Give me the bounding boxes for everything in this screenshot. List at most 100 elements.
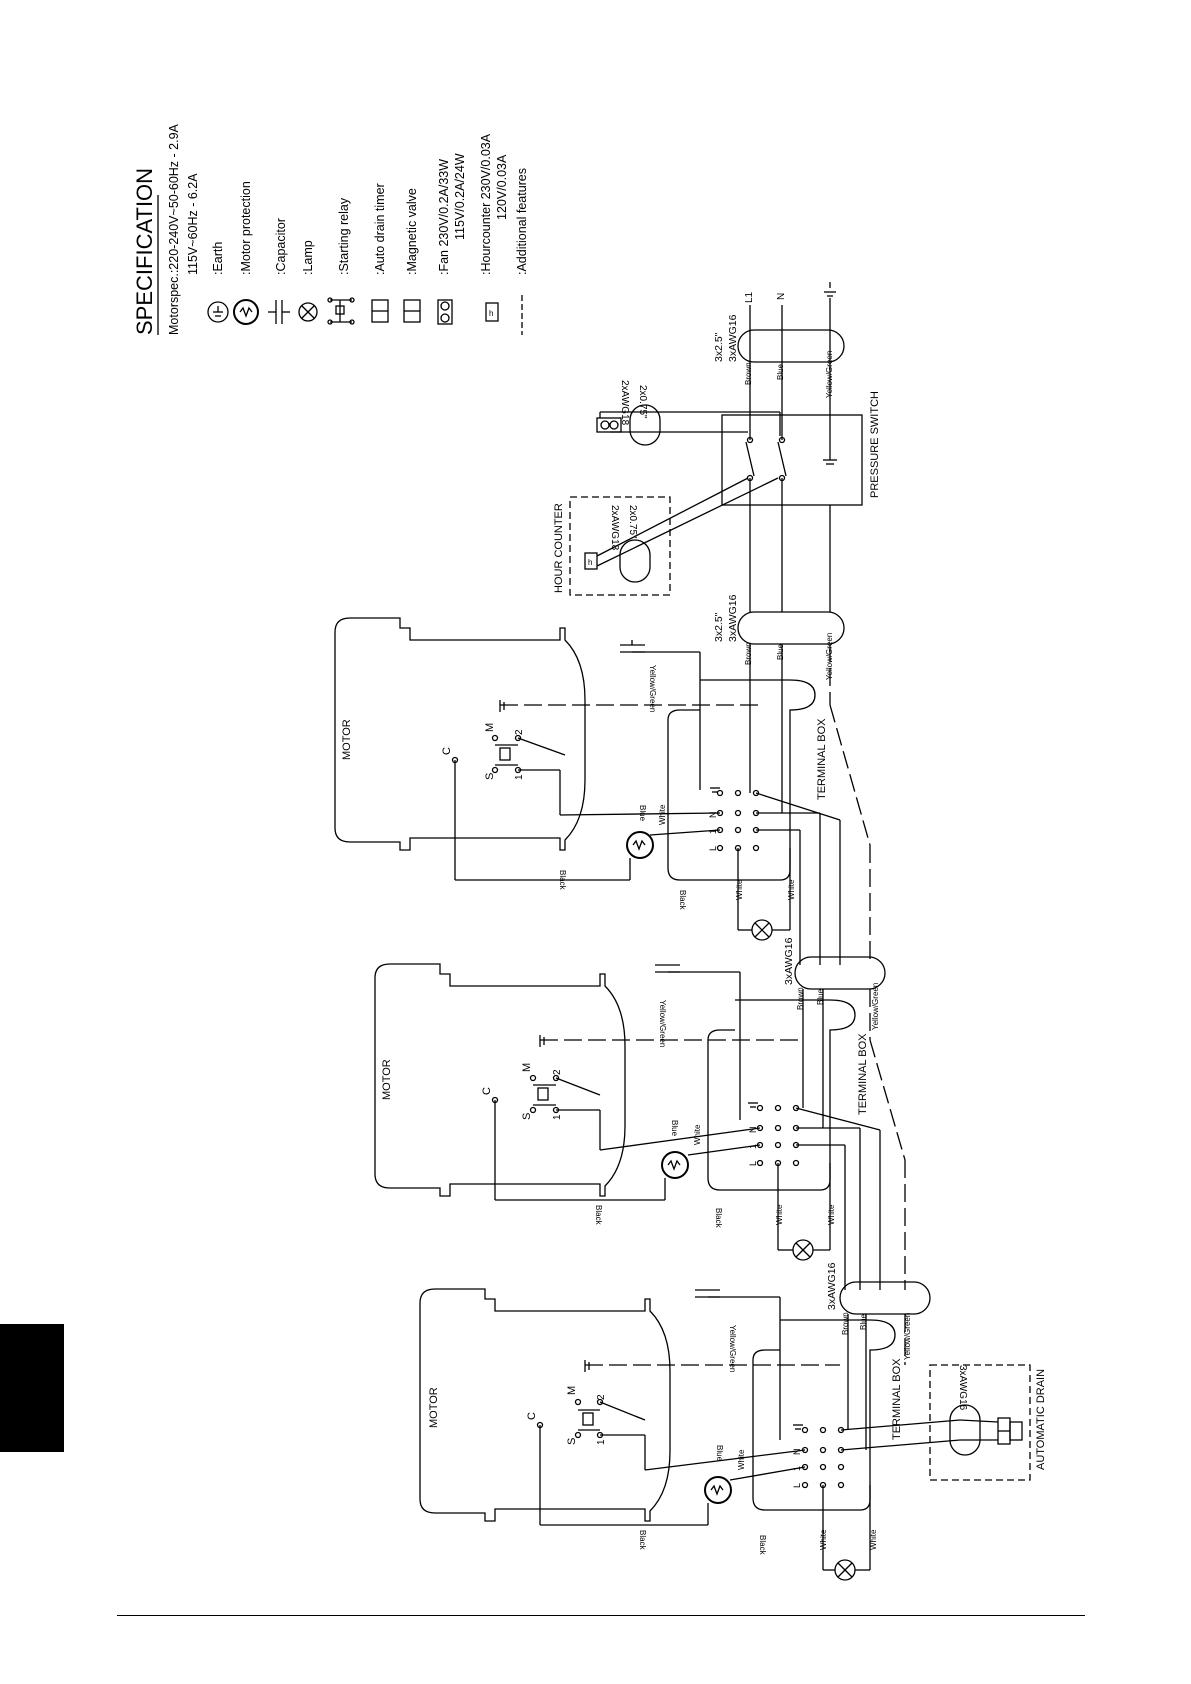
- motor-3-c-label: C: [526, 1412, 538, 1420]
- tb2-n-label: N: [748, 1127, 758, 1134]
- unit1-blue-label: Blue: [638, 805, 647, 822]
- legend-motor-protection-label: :Motor protection: [239, 181, 253, 275]
- link1-cable-awg: 3xAWG16: [783, 937, 795, 985]
- link2-cable-awg: 3xAWG16: [826, 1262, 838, 1310]
- feed1-cable-size: 3x2.5": [713, 612, 725, 642]
- link1-brown-label: Brown: [796, 987, 805, 1010]
- feed1-blue-label: Blue: [776, 643, 785, 660]
- unit3-black-label: Black: [638, 1530, 647, 1551]
- link-cable-gland-1: [794, 956, 886, 990]
- hourcounter-icon: h: [485, 302, 499, 322]
- legend-capacitor-label: :Capacitor: [274, 218, 288, 275]
- motor-1-c-label: C: [441, 747, 453, 755]
- unit2-black-label: Black: [594, 1205, 603, 1226]
- n-label: N: [776, 293, 787, 300]
- motor-3-s-label: S: [566, 1438, 578, 1445]
- motor-3-m-label: M: [566, 1386, 578, 1395]
- unit2-yellow-green-label: Yellow/Green: [658, 1000, 667, 1047]
- legend-fan-label: :Fan 230V/0.2A/33W: [437, 159, 451, 275]
- fan-cable-size: 2x0.75": [637, 385, 648, 419]
- motor-1-outline: [334, 617, 586, 851]
- fan-symbol: [596, 417, 622, 433]
- supply-cable-gland: [737, 329, 845, 363]
- hour-counter-box: HOUR COUNTER h 2x0.75" 2xAWG18: [553, 477, 779, 596]
- terminal-box-2-label: TERMINAL BOX: [857, 1033, 869, 1115]
- automatic-drain-label: AUTOMATIC DRAIN: [1035, 1369, 1047, 1470]
- link2-yellow-green-label: Yellow/Green: [903, 1313, 912, 1360]
- legend-fan-line2: 115V/0.2A/24W: [453, 153, 467, 240]
- unit3-white-label: White: [737, 1449, 746, 1470]
- spec-motor-line1: Motorspec.:220-240V~50-60Hz - 2.9A: [167, 123, 181, 335]
- relay-1-one-label: 1: [514, 774, 525, 780]
- power-supply-entry: L1 N 3x2.5" 3xAWG16 Brown Blue Yellow/Gr…: [713, 282, 845, 440]
- tb3-n-label: N: [792, 1449, 802, 1456]
- hour-counter-cable-awg: 2xAWG18: [609, 505, 620, 551]
- tb1-n-label: N: [708, 812, 718, 819]
- hour-counter-label: HOUR COUNTER: [553, 503, 565, 593]
- supply-cable-awg: 3xAWG16: [727, 314, 739, 362]
- motor-protection-2: [661, 1151, 689, 1179]
- motor-2-outline: [374, 963, 626, 1197]
- legend-hourcounter-label: :Hourcounter 230V/0.03A: [479, 133, 493, 275]
- footer-rule: [117, 1615, 1085, 1616]
- unit3-blue-label: Blue: [715, 1445, 724, 1462]
- unit3-white2-label: White: [819, 1529, 828, 1550]
- auto-drain-timer-icon: [371, 299, 389, 323]
- relay-3-one-label: 1: [596, 1439, 607, 1445]
- motor-protection-3: [704, 1476, 732, 1504]
- terminal-box-2: [707, 999, 856, 1191]
- feed1-brown-label: Brown: [744, 642, 753, 665]
- legend-additional-features-label: :Additional features: [515, 168, 529, 275]
- unit1-white2-label: White: [735, 879, 744, 900]
- capacitor-icon: [268, 300, 290, 324]
- l1-label: L1: [744, 291, 755, 303]
- unit1-white-label: White: [658, 804, 667, 825]
- unit1-white3-label: White: [787, 879, 796, 900]
- motor-2-c-label: C: [481, 1087, 493, 1095]
- supply-brown-label: Brown: [744, 362, 753, 385]
- link-cable-gland-2: [839, 1281, 931, 1315]
- supply-cable-size: 3x2.5": [713, 332, 725, 362]
- terminal-box-3-label: TERMINAL BOX: [891, 1358, 903, 1440]
- fan-branch: 2x0.75" 2xAWG18: [596, 380, 781, 446]
- legend-earth-label: :Earth: [211, 242, 225, 275]
- compressor-unit-2: MOTOR C S M 1 2 Yellow/Green: [374, 963, 906, 1290]
- legend-magnetic-valve-label: :Magnetic valve: [405, 188, 419, 275]
- unit2-black2-label: Black: [714, 1208, 723, 1229]
- relay-3-two-label: 2: [596, 1394, 607, 1400]
- link2-brown-label: Brown: [841, 1312, 850, 1335]
- unit3-yellow-green-label: Yellow/Green: [728, 1325, 737, 1372]
- terminal-box-1-label: TERMINAL BOX: [816, 718, 828, 800]
- motor-protection-icon: [233, 299, 259, 325]
- fan-icon: [437, 299, 453, 325]
- motor-1-label: MOTOR: [341, 719, 353, 760]
- relay-2-one-label: 1: [552, 1114, 563, 1120]
- motor-2-m-label: M: [521, 1063, 533, 1072]
- unit2-white-label: White: [693, 1124, 702, 1145]
- specification-legend: SPECIFICATION Motorspec.:220-240V~50-60H…: [132, 123, 529, 335]
- motor-2-s-label: S: [521, 1113, 533, 1120]
- pressure-switch-label: PRESSURE SWITCH: [869, 391, 881, 498]
- svg-text:h: h: [588, 558, 592, 567]
- unit2-white3-label: White: [827, 1204, 836, 1225]
- legend-hourcounter-line2: 120V/0.03A: [495, 154, 509, 220]
- tb2-l-label: L: [748, 1161, 758, 1166]
- unit1-yellow-green-label: Yellow/Green: [648, 665, 657, 712]
- pressure-switch: PRESSURE SWITCH: [721, 391, 881, 612]
- magnetic-valve-icon: [403, 299, 421, 323]
- link1-blue-label: Blue: [816, 988, 825, 1005]
- drain-cable-awg: 3xAWG16: [957, 1365, 968, 1411]
- tb1-l-label: L: [708, 846, 718, 851]
- motor-3-outline: [419, 1288, 671, 1522]
- motor-1-s-label: S: [484, 773, 496, 780]
- link2-blue-label: Blue: [859, 1313, 868, 1330]
- terminal-box-1: [667, 679, 816, 881]
- motor-2-label: MOTOR: [381, 1059, 393, 1100]
- automatic-drain-box: AUTOMATIC DRAIN 3xAWG16: [929, 1364, 1047, 1481]
- compressor-unit-3: MOTOR C S M 1 2 Yellow/Green: [419, 1288, 961, 1581]
- svg-text:h: h: [489, 309, 493, 318]
- section-tab-marker: [0, 1324, 64, 1452]
- spec-title: SPECIFICATION: [132, 168, 157, 335]
